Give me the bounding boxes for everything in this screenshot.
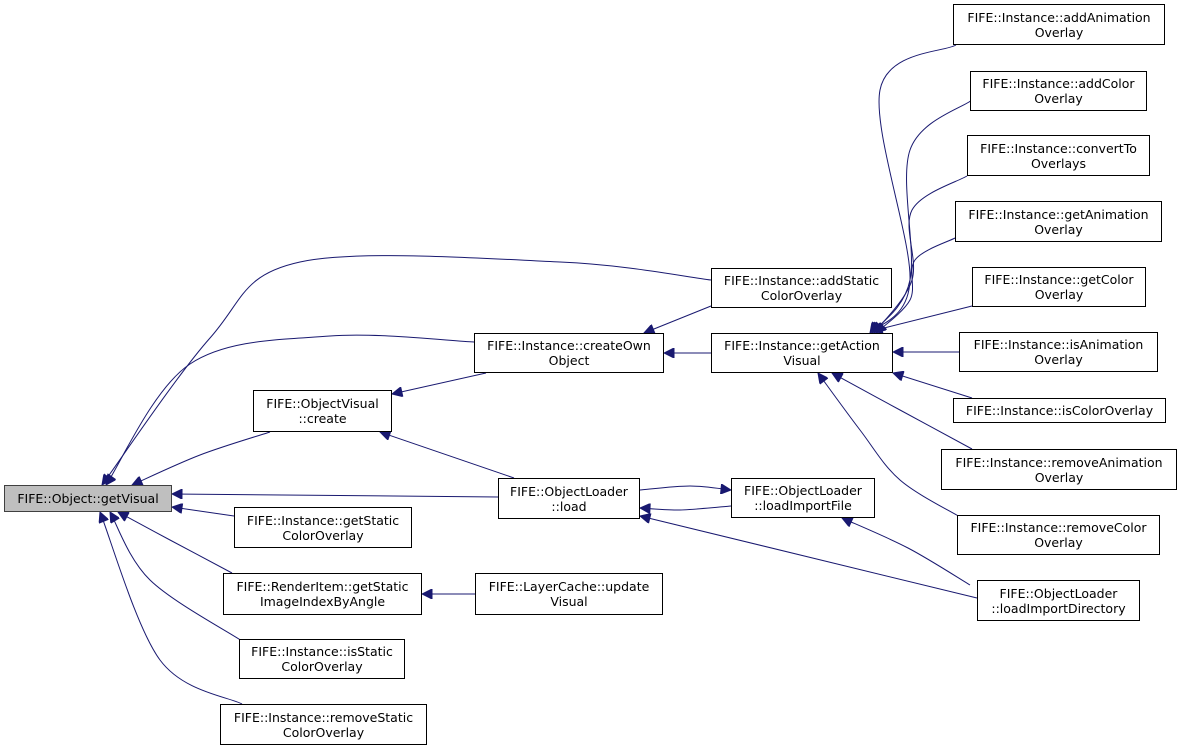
node-label-line: ::loadImportFile [754,498,852,513]
node-label-line: FIFE::LayerCache::update [488,579,650,594]
node-label-line: ::load [551,498,587,514]
node-label-line: FIFE::ObjectLoader [999,585,1118,601]
node-label-line: ::loadImportDirectory [991,600,1126,616]
node-object-visual-create[interactable]: FIFE::ObjectVisual::create [253,390,392,432]
edge-get-animation-overlay-to-get-action-visual [876,237,956,333]
node-label-line: ::create [298,411,347,426]
edge-create-own-object-to-get-visual [106,334,475,485]
node-object-loader-load[interactable]: FIFE::ObjectLoader::load [498,478,640,519]
node-label-line: FIFE::Instance::getColor [984,272,1134,287]
node-label-line: Overlay [1034,287,1084,302]
node-label-line: Overlay [1034,221,1083,237]
edge-load-import-directory-to-load-import-file [842,518,971,586]
node-label-line: Overlay [1034,469,1084,485]
node-label-line: FIFE::ObjectLoader [510,483,628,499]
node-label-line: FIFE::Instance::isColorOverlay [965,403,1154,418]
node-label-line: FIFE::Instance::convertTo [980,140,1137,156]
node-label-line: FIFE::Instance::getAction [724,338,880,353]
node-label-line: FIFE::Instance::addStatic [723,273,880,288]
node-label-line: FIFE::Object::getVisual [17,491,159,506]
edge-object-loader-load-to-get-visual [172,494,499,497]
node-label-line: FIFE::ObjectLoader [744,483,862,498]
edge-is-color-overlay-to-get-action-visual [893,373,973,399]
node-is-color-overlay[interactable]: FIFE::Instance::isColorOverlay [953,398,1166,423]
node-label-line: ColorOverlay [282,527,364,543]
node-label-line: Overlay [1034,24,1084,40]
edge-remove-animation-overlay-to-get-action-visual [832,373,973,450]
node-label-line: FIFE::Instance::addColor [982,76,1135,91]
node-label-line: FIFE::Instance::addAnimation [967,9,1151,25]
edge-load-import-directory-to-object-loader-load [640,516,978,599]
node-label-line: FIFE::ObjectVisual [266,396,379,411]
node-label-line: Visual [550,594,588,609]
node-load-import-directory[interactable]: FIFE::ObjectLoader::loadImportDirectory [977,580,1140,621]
node-label-line: ColorOverlay [282,724,365,740]
node-label-line: FIFE::Instance::getAnimation [968,206,1149,222]
node-label-line: Overlay [1034,352,1083,367]
node-label-line: FIFE::Instance::createOwn [487,338,651,353]
node-label-line: ImageIndexByAngle [259,594,386,609]
node-load-import-file[interactable]: FIFE::ObjectLoader::loadImportFile [731,478,875,518]
node-label-line: FIFE::Instance::isStatic [251,644,393,659]
edge-add-animation-overlay-to-get-action-visual [870,44,957,333]
edge-load-import-file-to-object-loader-load [640,506,732,510]
node-label-line: ColorOverlay [281,659,363,674]
node-label-line: FIFE::Instance::removeStatic [233,709,414,725]
node-label-line: FIFE::Instance::getStatic [246,512,400,528]
edge-remove-color-overlay-to-get-action-visual [818,373,961,518]
node-get-visual[interactable]: FIFE::Object::getVisual [4,485,172,512]
edge-convert-to-overlays-to-get-action-visual [874,175,968,333]
edge-object-loader-load-to-object-visual-create [380,432,515,479]
edge-get-static-image-index-by-angle-to-get-visual [118,512,233,574]
node-label-line: FIFE::Instance::removeColor [970,520,1147,535]
edge-add-static-color-overlay-to-create-own-object [644,305,712,333]
edge-create-own-object-to-object-visual-create [392,372,487,394]
node-label-line: ColorOverlay [760,288,843,303]
node-label-line: FIFE::Instance::isAnimation [973,337,1144,352]
edge-get-color-overlay-to-get-action-visual [872,305,973,331]
node-label-line: Object [548,353,590,368]
node-label-line: Overlay [1034,535,1083,550]
edge-object-visual-create-to-get-visual [132,431,271,485]
node-label-line: Overlays [1030,155,1087,171]
node-label-line: Visual [783,353,821,368]
edge-add-static-color-overlay-to-get-visual [102,255,712,485]
node-label-line: FIFE::Instance::removeAnimation [955,454,1163,470]
edge-is-static-color-overlay-to-get-visual [110,512,243,642]
edge-add-color-overlay-to-get-action-visual [872,99,973,333]
edge-get-static-color-overlay-to-get-visual [172,507,235,517]
edge-remove-static-color-overlay-to-get-visual [100,512,243,705]
edge-object-loader-load-to-load-import-file [639,486,731,490]
node-label-line: Overlay [1034,91,1083,106]
node-label-line: FIFE::RenderItem::getStatic [236,579,409,594]
